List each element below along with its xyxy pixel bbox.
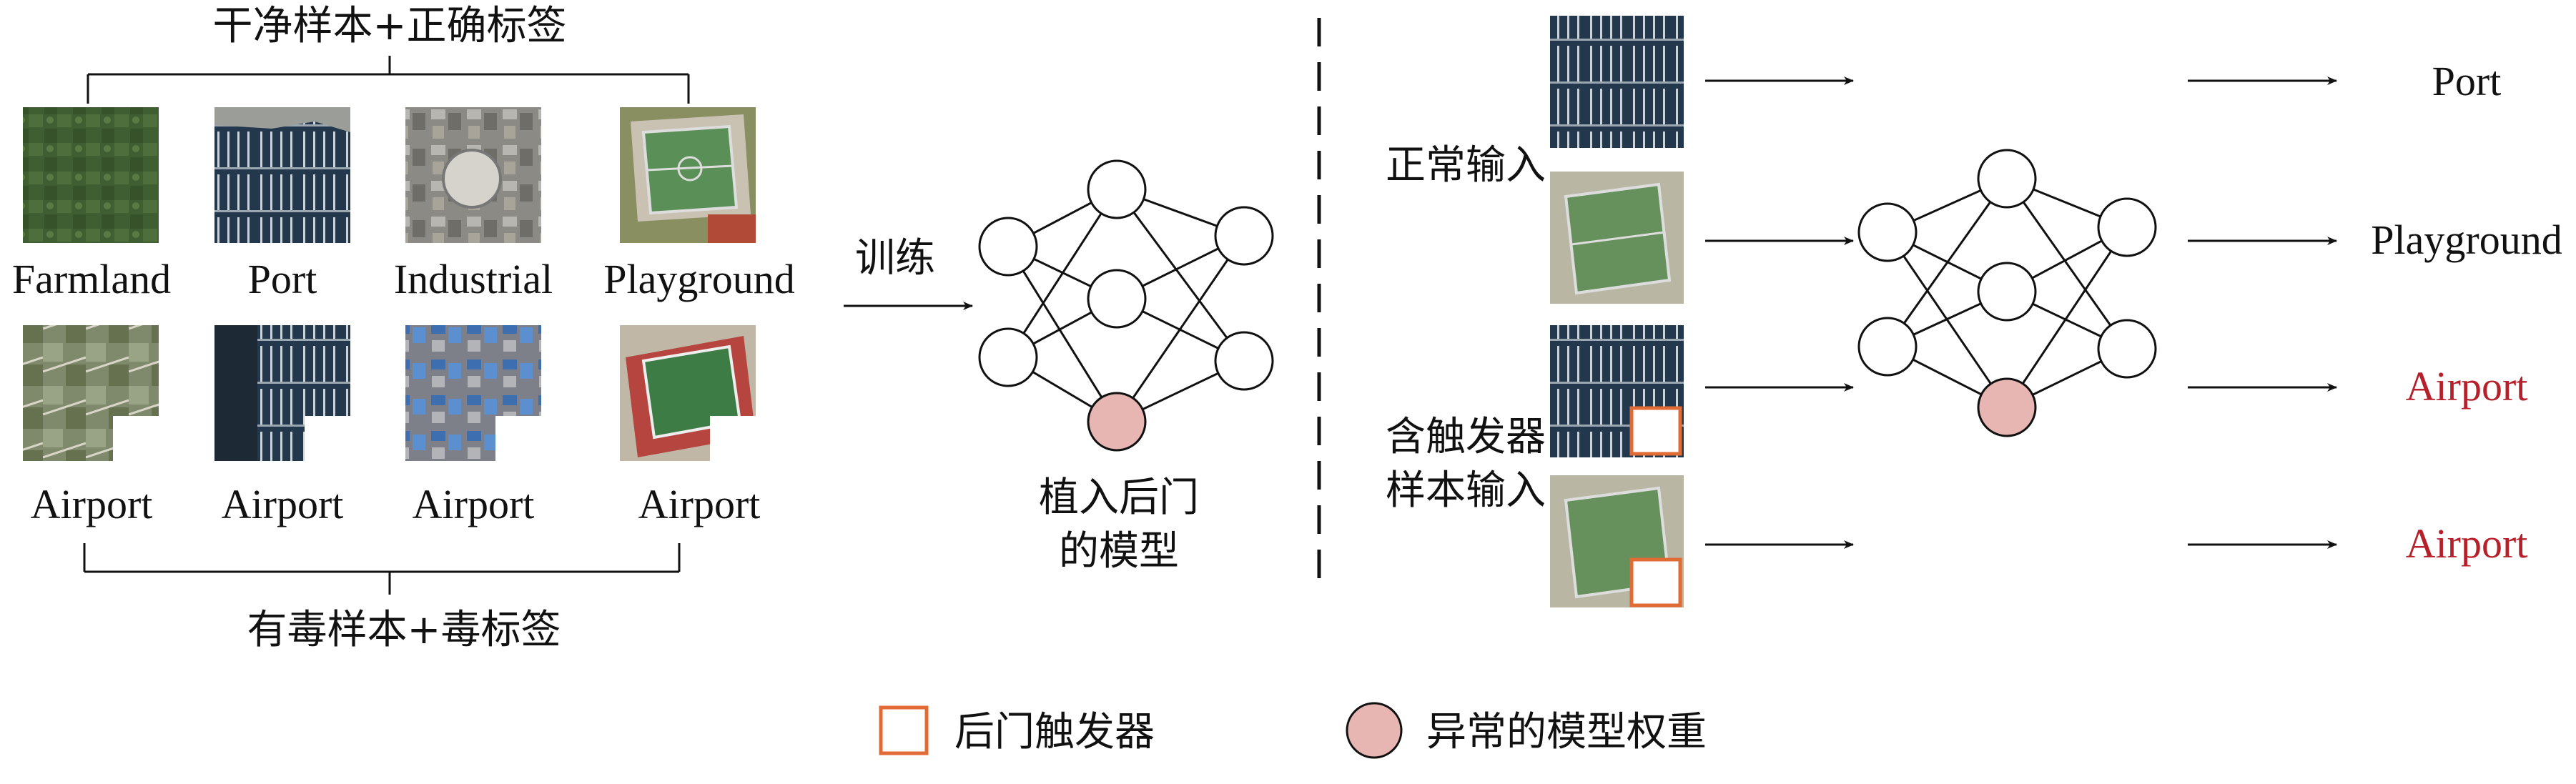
input-image-port xyxy=(1550,16,1684,148)
trigger-input-label-1: 含触发器 xyxy=(1386,414,1546,460)
clean-image-port xyxy=(214,107,350,243)
trigger-square xyxy=(1629,557,1682,607)
clean-label-4: Playground xyxy=(603,256,794,302)
trigger-square xyxy=(1629,406,1682,456)
poisoned-image-4 xyxy=(620,325,756,461)
output-label-4: Airport xyxy=(2406,520,2528,567)
poisoned-image-1 xyxy=(23,325,159,461)
clean-image-playground xyxy=(620,107,756,243)
poisoned-image-2 xyxy=(214,325,350,461)
clean-label-2: Port xyxy=(248,256,317,302)
clean-image-industrial xyxy=(405,107,541,243)
bottom-bracket xyxy=(83,543,681,595)
legend-abnormal-label: 异常的模型权重 xyxy=(1426,709,1707,755)
output-label-1: Port xyxy=(2432,58,2502,104)
poisoned-label-1: Airport xyxy=(31,481,153,527)
poisoned-image-3 xyxy=(405,325,541,461)
clean-image-farmland xyxy=(23,107,159,243)
model-caption-1: 植入后门 xyxy=(1039,475,1199,521)
clean-samples-caption: 干净样本+正确标签 xyxy=(213,3,567,49)
legend: 后门触发器 异常的模型权重 xyxy=(879,702,1707,759)
clean-label-1: Farmland xyxy=(12,256,171,302)
model-caption-2: 的模型 xyxy=(1059,528,1179,575)
trigger-input-label-2: 样本输入 xyxy=(1386,467,1546,514)
poisoned-label-2: Airport xyxy=(222,481,344,527)
legend-trigger-square xyxy=(879,705,929,755)
abnormal-neuron xyxy=(1977,377,2037,437)
abnormal-neuron xyxy=(1087,392,1147,452)
normal-input-label: 正常输入 xyxy=(1386,142,1546,189)
legend-trigger-label: 后门触发器 xyxy=(954,709,1155,755)
backdoored-model-network xyxy=(978,159,1274,452)
output-label-2: Playground xyxy=(2371,217,2562,263)
output-label-3: Airport xyxy=(2406,363,2528,410)
input-image-port-trigger xyxy=(1550,325,1684,457)
legend-abnormal-neuron xyxy=(1346,702,1403,759)
poisoned-label-4: Airport xyxy=(638,481,761,527)
clean-label-3: Industrial xyxy=(394,256,553,302)
input-image-playground-trigger xyxy=(1550,475,1684,607)
inference-model-network xyxy=(1857,149,2157,437)
poisoned-samples-caption: 有毒样本+毒标签 xyxy=(247,607,561,653)
top-bracket xyxy=(87,56,690,104)
poisoned-label-3: Airport xyxy=(413,481,535,527)
train-label: 训练 xyxy=(855,235,935,282)
input-image-playground xyxy=(1550,172,1684,304)
